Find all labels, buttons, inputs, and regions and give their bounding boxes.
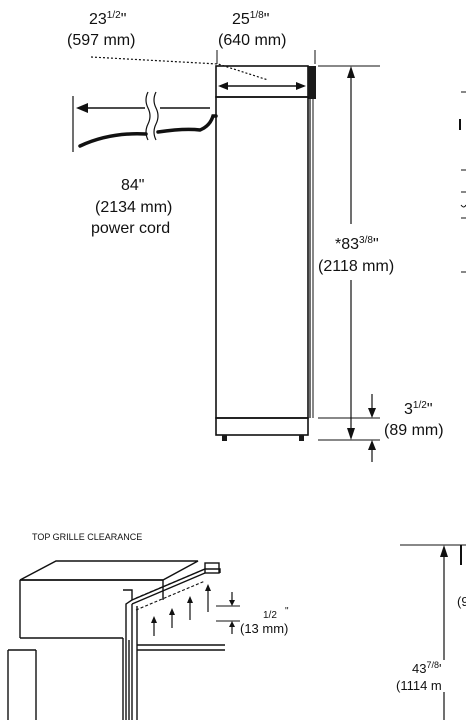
svg-text:(9: (9	[457, 594, 466, 609]
svg-text:": "	[285, 606, 289, 617]
svg-text:(640 mm): (640 mm)	[218, 32, 286, 49]
top-grille-title: TOP GRILLE CLEARANCE	[32, 532, 142, 542]
svg-text:231/2": 231/2"	[89, 10, 126, 28]
svg-text:(2118 mm): (2118 mm)	[318, 258, 394, 275]
right-edge-fragments	[459, 91, 466, 273]
svg-text:1/2: 1/2	[263, 610, 277, 621]
svg-text:31/2": 31/2"	[404, 400, 433, 418]
svg-text:power cord: power cord	[91, 220, 170, 237]
svg-text:(13 mm): (13 mm)	[240, 621, 288, 636]
refrigerator-side-view	[215, 65, 316, 441]
side-dimension	[400, 544, 466, 720]
svg-text:(2134 mm): (2134 mm)	[95, 199, 172, 216]
svg-text:(1114 m: (1114 m	[396, 678, 442, 693]
power-cord-drawing	[72, 91, 218, 152]
height-dimension	[318, 65, 380, 441]
power-cord-label: 84" (2134 mm) power cord	[91, 177, 172, 237]
svg-text:(597 mm): (597 mm)	[67, 32, 135, 49]
toe-kick-label: 31/2" (89 mm)	[384, 400, 444, 439]
depth-without-door-label: 231/2" (597 mm)	[67, 10, 135, 49]
svg-text:84": 84"	[121, 177, 144, 194]
toe-kick-dimension	[318, 394, 380, 462]
height-label: *833/8" (2118 mm)	[318, 235, 394, 275]
top-grille-drawing	[7, 560, 240, 720]
grille-gap-label: 1/2 " (13 mm)	[240, 606, 289, 636]
svg-text:(89 mm): (89 mm)	[384, 422, 444, 439]
depth-with-door-bracket	[216, 50, 316, 64]
depth-without-door-leader	[90, 56, 269, 81]
svg-text:251/8": 251/8"	[232, 10, 269, 28]
depth-with-door-label: 251/8" (640 mm)	[218, 10, 286, 49]
side-dimension-label: (9 437/8' (1114 m	[396, 594, 466, 693]
svg-text:437/8': 437/8'	[412, 660, 441, 676]
svg-text:*833/8": *833/8"	[335, 235, 379, 253]
